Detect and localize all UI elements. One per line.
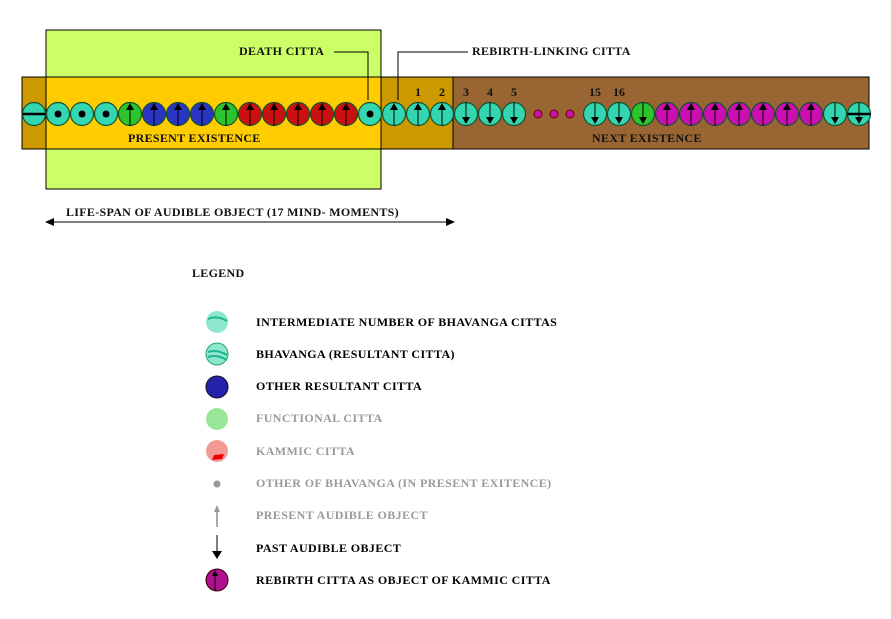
citta-red: [309, 101, 335, 127]
present-existence-label: PRESENT EXISTENCE: [128, 131, 261, 145]
functional-icon: [206, 407, 228, 430]
ellipsis-dot: [533, 109, 543, 119]
citta-blue: [141, 101, 167, 127]
legend-item: PAST AUDIBLE OBJECT: [200, 535, 402, 560]
legend-item: FUNCTIONAL CITTA: [200, 407, 383, 431]
legend-item: OTHER OF BHAVANGA (IN PRESENT EXITENCE): [200, 472, 552, 496]
small-dot-icon: [213, 480, 221, 487]
moment-number: 15: [589, 85, 601, 99]
citta-teal: [453, 101, 479, 127]
citta-red: [237, 101, 263, 127]
legend-text: BHAVANGA (RESULTANT CITTA): [256, 346, 455, 361]
legend-text: OTHER RESULTANT CITTA: [256, 379, 423, 394]
legend-item: PRESENT AUDIBLE OBJECT: [200, 504, 428, 528]
dot-marker: [366, 110, 374, 118]
rebirth-citta-icon: [205, 568, 229, 592]
citta-magenta: [702, 101, 728, 127]
legend-item: BHAVANGA (RESULTANT CITTA): [200, 342, 455, 366]
intermediate-bhavanga-icon: [206, 311, 228, 333]
citta-magenta: [798, 101, 824, 127]
citta-teal: [381, 101, 407, 127]
legend-item: INTERMEDIATE NUMBER OF BHAVANGA CITTAS: [200, 310, 557, 334]
moment-number: 1: [415, 85, 421, 99]
dot-marker: [102, 110, 110, 118]
legend-item: REBIRTH CITTA AS OBJECT OF KAMMIC CITTA: [200, 568, 551, 592]
citta-teal: [822, 101, 848, 127]
legend-text: INTERMEDIATE NUMBER OF BHAVANGA CITTAS: [256, 314, 558, 329]
moment-number: 5: [511, 85, 517, 99]
rebirth-linking-label: REBIRTH-LINKING CITTA: [472, 44, 631, 58]
death-citta-pointer: [334, 51, 369, 100]
kammic-icon: [206, 440, 228, 463]
citta-magenta: [654, 101, 680, 127]
citta-teal: [21, 101, 47, 127]
dot-marker: [78, 110, 86, 118]
citta-teal: [582, 101, 608, 127]
moment-number: 2: [439, 85, 445, 99]
citta-teal: [357, 101, 383, 127]
moment-number: 16: [613, 85, 625, 99]
legend-item: OTHER RESULTANT CITTA: [200, 375, 422, 399]
dot-marker: [54, 110, 62, 118]
citta-teal: [846, 101, 872, 127]
death-citta-label: DEATH CITTA: [239, 44, 325, 58]
citta-green: [117, 101, 143, 127]
down-arrow-icon: [212, 535, 222, 560]
citta-blue: [165, 101, 191, 127]
citta-teal: [429, 101, 455, 127]
citta-green: [630, 101, 656, 127]
ellipsis-dot: [549, 109, 559, 119]
citta-red: [333, 101, 359, 127]
up-arrow-icon: [214, 504, 220, 527]
lifespan-label: LIFE-SPAN OF AUDIBLE OBJECT (17 MIND- MO…: [66, 205, 399, 219]
citta-teal: [477, 101, 503, 127]
lifespan-arrow-right-head: [446, 218, 455, 226]
rebirth-linking-pointer: [397, 51, 468, 100]
citta-teal: [606, 101, 632, 127]
legend-text: REBIRTH CITTA AS OBJECT OF KAMMIC CITTA: [256, 572, 551, 587]
citta-teal: [69, 101, 95, 127]
legend-text: PAST AUDIBLE OBJECT: [256, 540, 402, 555]
citta-magenta: [726, 101, 752, 127]
legend-text: OTHER OF BHAVANGA (IN PRESENT EXITENCE): [256, 476, 552, 490]
citta-magenta: [678, 101, 704, 127]
citta-red: [285, 101, 311, 127]
moment-number: 3: [463, 85, 469, 99]
legend-text: PRESENT AUDIBLE OBJECT: [256, 508, 428, 523]
legend-text: FUNCTIONAL CITTA: [256, 411, 383, 426]
citta-teal: [93, 101, 119, 127]
citta-blue: [189, 101, 215, 127]
legend-item: KAMMIC CITTA: [200, 439, 355, 463]
citta-green: [213, 101, 239, 127]
citta-magenta: [774, 101, 800, 127]
next-existence-label: NEXT EXISTENCE: [592, 131, 702, 145]
legend-title: LEGEND: [192, 266, 245, 280]
citta-teal: [45, 101, 71, 127]
other-resultant-icon: [205, 375, 229, 399]
bhavanga-icon: [205, 342, 229, 366]
lifespan-arrow-left-head: [45, 218, 54, 226]
citta-teal: [405, 101, 431, 127]
citta-teal: [501, 101, 527, 127]
citta-magenta: [750, 101, 776, 127]
ellipsis-dot: [565, 109, 575, 119]
legend-text: KAMMIC CITTA: [256, 443, 355, 458]
moment-number: 4: [487, 85, 493, 99]
citta-red: [261, 101, 287, 127]
